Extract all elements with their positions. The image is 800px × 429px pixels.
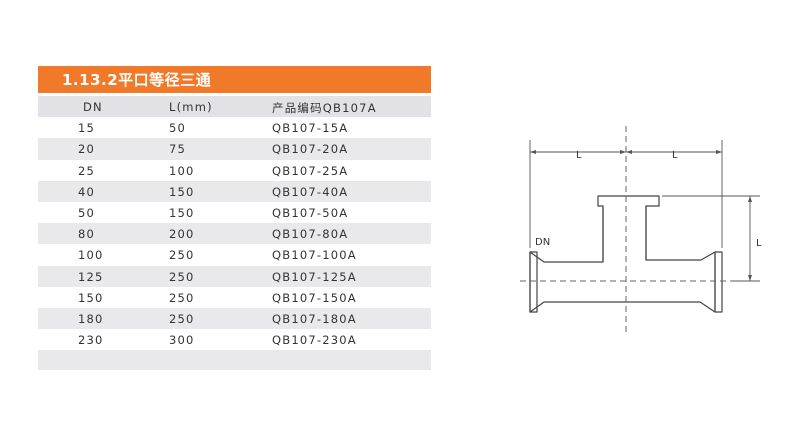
cell-length: 200 bbox=[169, 227, 195, 242]
cell-product-code: QB107-230A bbox=[272, 333, 357, 348]
header-dn: DN bbox=[83, 100, 103, 114]
dim-arrow-vtop bbox=[748, 196, 752, 202]
cell-dn: 100 bbox=[78, 248, 104, 263]
table-row: 40 150 QB107-40A bbox=[38, 180, 431, 202]
cell-length: 75 bbox=[169, 142, 187, 157]
section-title: 1.13.2平口等径三通 bbox=[62, 71, 212, 89]
cell-product-code: QB107-125A bbox=[272, 269, 357, 284]
dim-label-l-right: L bbox=[672, 150, 678, 161]
dim-arrow-right bbox=[716, 150, 722, 154]
cell-length: 300 bbox=[169, 333, 195, 348]
table-footer-row bbox=[38, 350, 431, 371]
table-row: 100 250 QB107-100A bbox=[38, 244, 431, 265]
cell-product-code: QB107-80A bbox=[272, 227, 349, 242]
right-flange bbox=[714, 251, 723, 313]
header-length: L(mm) bbox=[169, 100, 213, 114]
cell-dn: 125 bbox=[78, 269, 104, 284]
cell-product-code: QB107-180A bbox=[272, 311, 357, 326]
cell-length: 150 bbox=[169, 205, 195, 220]
cell-product-code: QB107-100A bbox=[272, 248, 357, 263]
cell-product-code: QB107-20A bbox=[272, 142, 349, 157]
dim-label-dn: DN bbox=[535, 237, 550, 248]
dim-arrow-mid-right bbox=[626, 150, 632, 154]
dim-arrow-vbottom bbox=[748, 275, 752, 281]
cell-length: 250 bbox=[169, 269, 195, 284]
tee-body-outline bbox=[529, 195, 716, 313]
cell-length: 250 bbox=[169, 248, 195, 263]
header-product-code: 产品编码QB107A bbox=[272, 101, 377, 115]
cell-product-code: QB107-25A bbox=[272, 163, 349, 178]
cell-dn: 180 bbox=[78, 311, 104, 326]
table-header-row: DN L(mm) 产品编码QB107A bbox=[38, 96, 431, 118]
cell-dn: 20 bbox=[78, 142, 96, 157]
cell-product-code: QB107-15A bbox=[272, 121, 349, 136]
table-row: 20 75 QB107-20A bbox=[38, 138, 431, 160]
section-header-bar: 1.13.2平口等径三通 bbox=[38, 66, 431, 93]
cell-length: 50 bbox=[169, 121, 187, 136]
cell-product-code: QB107-150A bbox=[272, 290, 357, 305]
cell-dn: 50 bbox=[78, 205, 96, 220]
left-flange bbox=[529, 251, 538, 313]
cell-dn: 230 bbox=[78, 333, 104, 348]
dim-arrow-mid-left bbox=[620, 150, 626, 154]
cell-dn: 80 bbox=[78, 227, 96, 242]
cell-length: 150 bbox=[169, 184, 195, 199]
table-row: 50 150 QB107-50A bbox=[38, 202, 431, 223]
cell-dn: 15 bbox=[78, 121, 96, 136]
cell-dn: 25 bbox=[78, 163, 96, 178]
cell-length: 250 bbox=[169, 311, 195, 326]
spec-table: DN L(mm) 产品编码QB107A 15 50 QB107-15A 20 7… bbox=[38, 96, 431, 371]
dim-arrow-left bbox=[530, 150, 536, 154]
cell-dn: 40 bbox=[78, 184, 96, 199]
cell-product-code: QB107-50A bbox=[272, 205, 349, 220]
table-row: 15 50 QB107-15A bbox=[38, 117, 431, 138]
table-row: 180 250 QB107-180A bbox=[38, 307, 431, 330]
table-row: 125 250 QB107-125A bbox=[38, 265, 431, 287]
cell-dn: 150 bbox=[78, 290, 104, 305]
dim-label-l-vertical: L bbox=[756, 238, 762, 249]
cell-length: 250 bbox=[169, 290, 195, 305]
table-row: 80 200 QB107-80A bbox=[38, 223, 431, 245]
table-row: 25 100 QB107-25A bbox=[38, 160, 431, 181]
cell-length: 100 bbox=[169, 163, 195, 178]
cell-product-code: QB107-40A bbox=[272, 184, 349, 199]
table-row: 150 250 QB107-150A bbox=[38, 287, 431, 308]
dim-label-l-left: L bbox=[576, 150, 582, 161]
table-row: 230 300 QB107-230A bbox=[38, 329, 431, 350]
